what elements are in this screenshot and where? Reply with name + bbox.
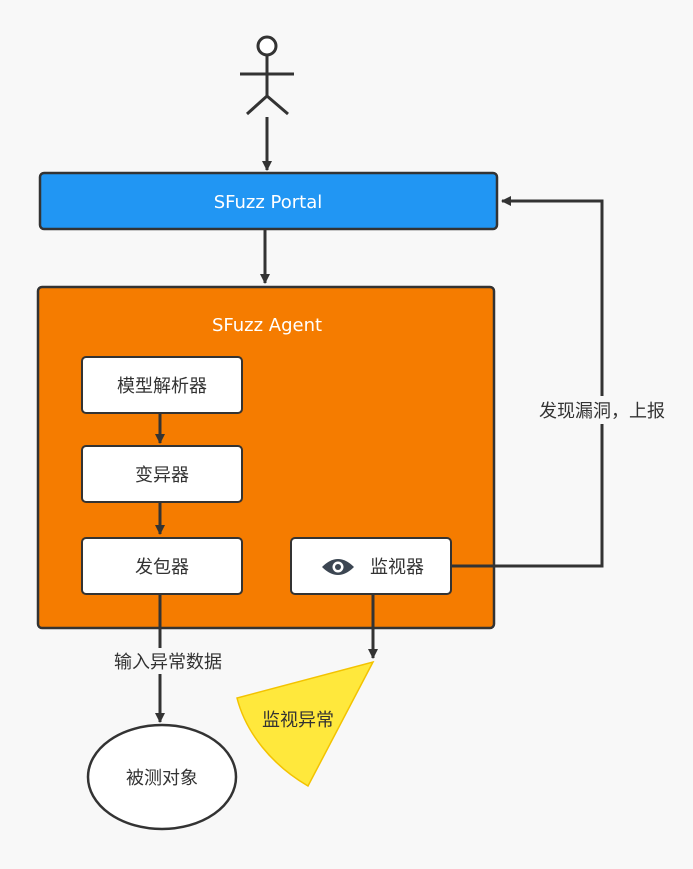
input-label: 输入异常数据 bbox=[114, 652, 222, 673]
report-arrow bbox=[451, 196, 604, 568]
input-label-bg bbox=[104, 648, 234, 674]
target-label: 被测对象 bbox=[126, 768, 198, 789]
parser-label: 模型解析器 bbox=[117, 376, 207, 397]
anomaly-shape: 监视异常 bbox=[236, 660, 375, 788]
agent-label: SFuzz Agent bbox=[212, 315, 322, 336]
target-node: 被测对象 bbox=[86, 723, 238, 831]
eye-icon bbox=[322, 559, 354, 575]
anomaly-label: 监视异常 bbox=[262, 710, 334, 731]
monitor-label: 监视器 bbox=[370, 557, 424, 578]
portal-box: SFuzz Portal bbox=[38, 171, 499, 231]
sender-label: 发包器 bbox=[135, 557, 189, 578]
parser-module: 模型解析器 bbox=[81, 356, 243, 414]
mutator-label: 变异器 bbox=[135, 465, 189, 486]
report-label-bg bbox=[528, 396, 676, 424]
portal-label: SFuzz Portal bbox=[214, 192, 323, 213]
monitor-module: 监视器 bbox=[290, 537, 452, 595]
sender-module: 发包器 bbox=[81, 537, 243, 595]
person-icon bbox=[240, 35, 294, 116]
report-label: 发现漏洞，上报 bbox=[539, 401, 665, 422]
mutator-module: 变异器 bbox=[81, 445, 243, 503]
